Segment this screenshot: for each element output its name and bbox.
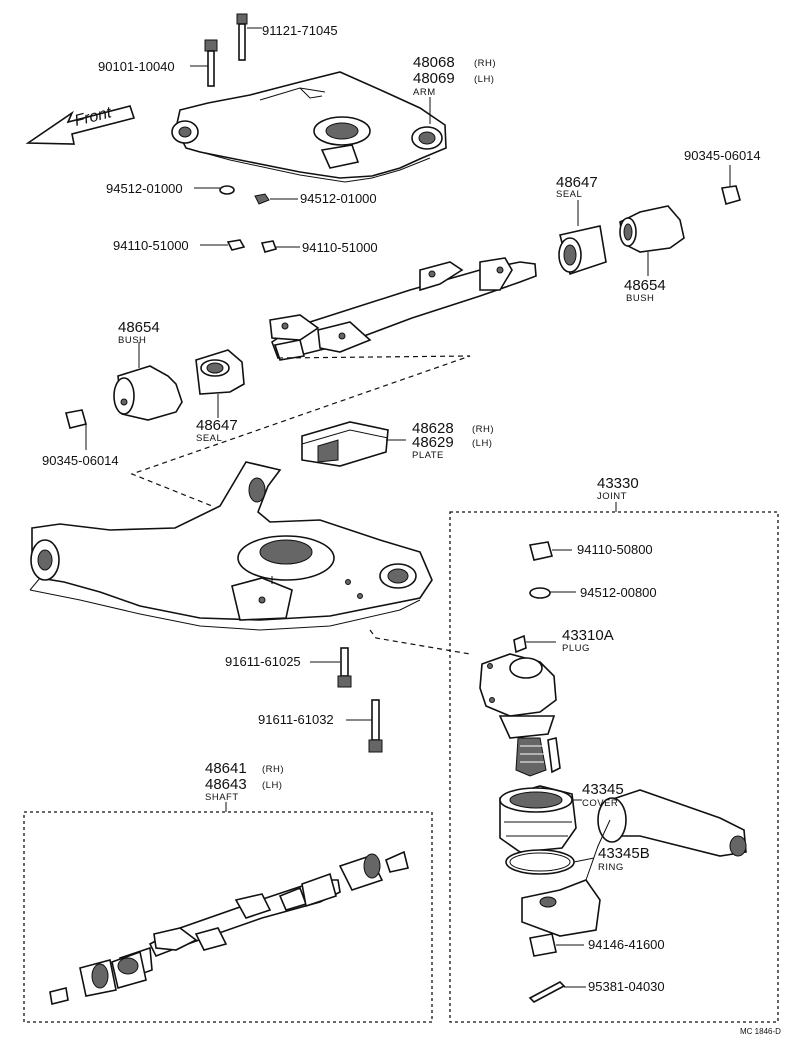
label-43310a: 43310A [562,627,614,644]
shaft-box [23,811,433,1023]
label-48641-side: (RH) [262,764,284,775]
front-arrow: Front [25,104,136,145]
nut-90345-left [65,409,87,450]
label-ring: RING [598,862,624,873]
washer-94512-00800 [529,587,576,599]
plate-48628 [301,421,406,467]
label-43345: 43345 [582,781,624,798]
knuckle-arm [521,789,747,937]
label-90345-top: 90345-06014 [684,148,761,163]
label-48641: 48641 [205,760,247,777]
bush-48654-left [113,342,183,421]
label-48628-side: (RH) [472,424,494,435]
label-seal-top: SEAL [556,189,582,200]
label-91611-61025: 91611-61025 [225,654,301,669]
plug-43310a [513,634,556,654]
label-94512-00800: 94512-00800 [580,585,657,600]
label-48069: 48069 [413,70,455,87]
label-arm: ARM [413,87,436,98]
cotter-pin-95381 [528,981,586,1003]
joint-box [449,511,779,1023]
nut-94110-50800 [529,541,572,561]
label-plate: PLATE [412,450,444,461]
bolt-91611-61025 [310,647,352,688]
washer-94512-a [194,185,235,195]
label-95381-04030: 95381-04030 [588,979,665,994]
bolt-91121-71045 [236,13,262,61]
label-48647-top: 48647 [556,174,598,191]
label-48654-left: 48654 [118,319,160,336]
lower-arm [29,461,433,631]
upper-arm [171,71,447,183]
label-48068: 48068 [413,54,455,71]
label-43345b: 43345B [598,845,650,862]
nut-90345-top [721,165,741,205]
diagram-code: MC 1846-D [740,1027,781,1036]
cover-43345 [499,785,582,853]
label-91611-61032: 91611-61032 [258,712,334,727]
label-bush-right: BUSH [626,293,654,304]
ring-43345b [505,849,595,875]
label-seal-left: SEAL [196,433,222,444]
bolt-91611-61032 [346,699,383,753]
label-94146-41600: 94146-41600 [588,937,665,952]
label-48643: 48643 [205,776,247,793]
ball-joint-43330 [479,653,561,777]
label-48068-side: (RH) [474,58,496,69]
label-plug: PLUG [562,643,590,654]
washer-94512-b [254,193,298,205]
assembly-line-right [369,629,471,655]
label-43330: 43330 [597,475,639,492]
label-48629: 48629 [412,434,454,451]
label-48628: 48628 [412,420,454,437]
upper-arm-shaft [269,257,537,361]
label-48654-right: 48654 [624,277,666,294]
label-cover: COVER [582,798,618,809]
shaft-bushings [49,850,409,1005]
label-shaft: SHAFT [205,792,239,803]
seal-48647-top [558,200,607,276]
label-48629-side: (LH) [472,438,492,449]
nut-94110-a [200,239,246,251]
label-94512-b: 94512-01000 [300,191,377,206]
nut-94110-b [260,240,300,253]
label-91121-71045: 91121-71045 [262,23,338,38]
label-94110-b: 94110-51000 [302,240,378,255]
label-94512-a: 94512-01000 [106,181,183,196]
bolt-90101-10040 [190,39,218,87]
label-94110-50800: 94110-50800 [577,542,653,557]
assembly-line-left [130,355,471,507]
label-94110-a: 94110-51000 [113,238,189,253]
label-48647-left: 48647 [196,417,238,434]
label-joint: JOINT [597,491,627,502]
label-bush-left: BUSH [118,335,146,346]
bush-48654-right [619,205,685,276]
label-48643-side: (LH) [262,780,282,791]
label-90345-left: 90345-06014 [42,453,119,468]
seal-48647-left [195,349,245,418]
nut-94146-41600 [529,933,584,957]
shaft-48641 [119,872,341,982]
label-48069-side: (LH) [474,74,494,85]
label-90101-10040: 90101-10040 [98,59,175,74]
